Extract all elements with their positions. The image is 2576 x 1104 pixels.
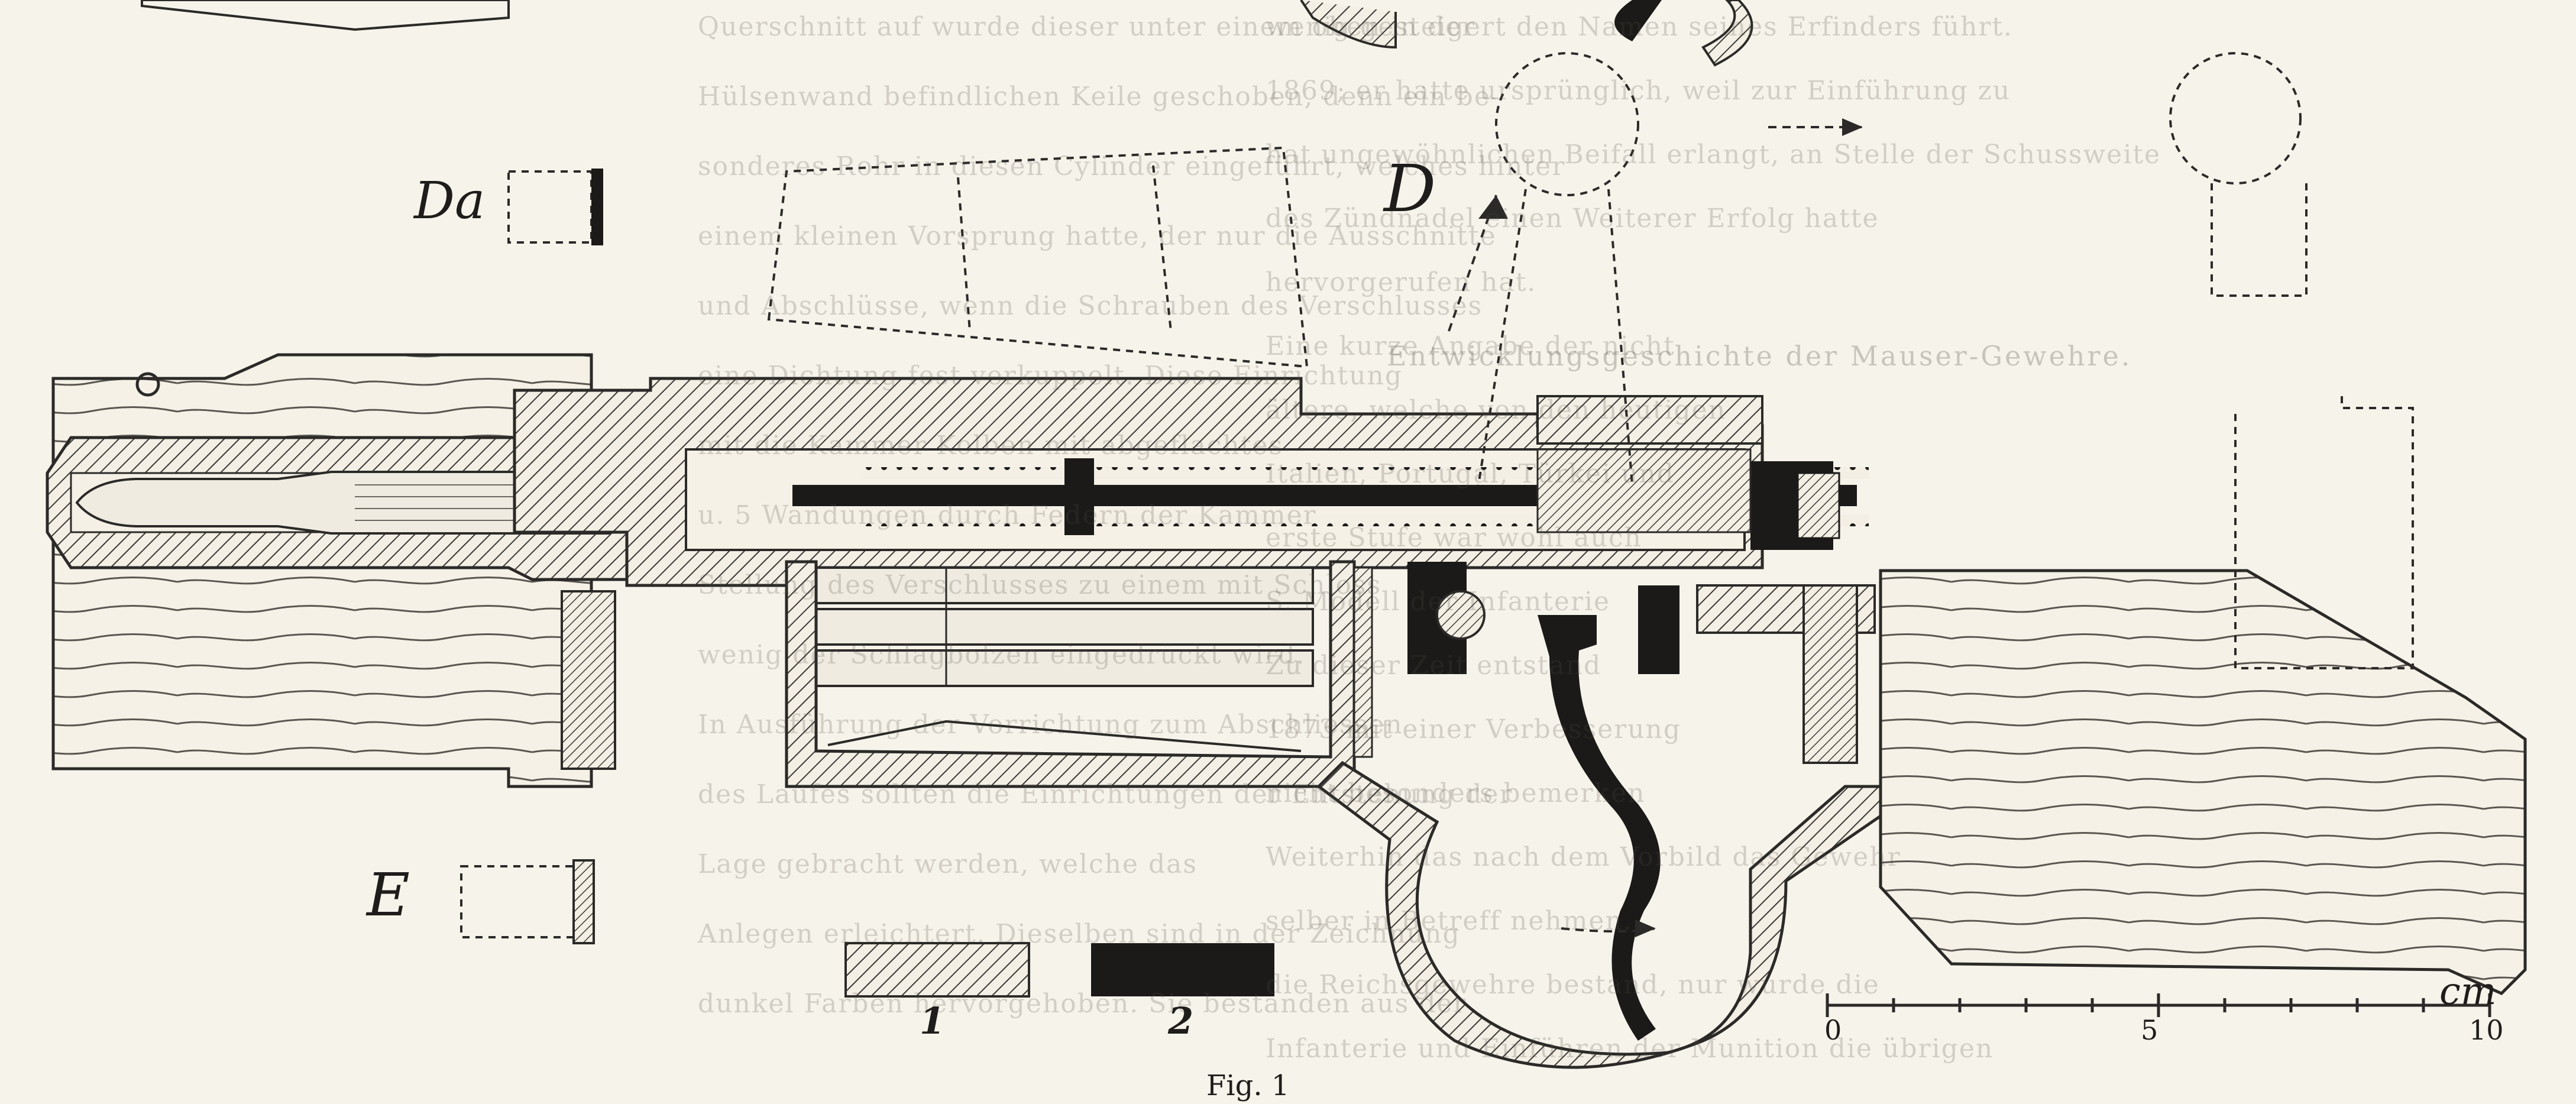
butt-stock bbox=[1879, 569, 2527, 995]
receiver bbox=[513, 377, 1764, 587]
detail-e-plate bbox=[572, 859, 595, 944]
bolt-handle-dashed bbox=[767, 146, 1309, 368]
scale-bar bbox=[1826, 993, 2491, 1017]
trigger-guard bbox=[1316, 760, 1882, 1069]
legend-swatch-solid bbox=[1091, 943, 1274, 996]
detail-d-dashed-circle bbox=[1477, 52, 1639, 485]
detail-right-dashed bbox=[2169, 52, 2414, 669]
detail-da-dashed bbox=[507, 170, 593, 244]
detail-e-dashed bbox=[460, 865, 581, 938]
top-partial-drawing bbox=[141, 0, 1753, 67]
rear-guard-screw bbox=[1802, 584, 1858, 764]
sear-assembly bbox=[1353, 562, 1876, 758]
legend-swatch-hatched bbox=[844, 942, 1030, 998]
fore-stock bbox=[51, 353, 593, 788]
magazine-housing bbox=[785, 560, 1356, 788]
magazine-rounds bbox=[801, 566, 1314, 687]
front-guard-screw bbox=[561, 590, 616, 770]
bolt-assembly bbox=[792, 448, 1869, 550]
front-sight-loop bbox=[135, 372, 160, 397]
trigger bbox=[1538, 615, 1661, 1041]
arrowheads bbox=[1478, 118, 1863, 937]
detail-da-plate bbox=[591, 169, 603, 245]
